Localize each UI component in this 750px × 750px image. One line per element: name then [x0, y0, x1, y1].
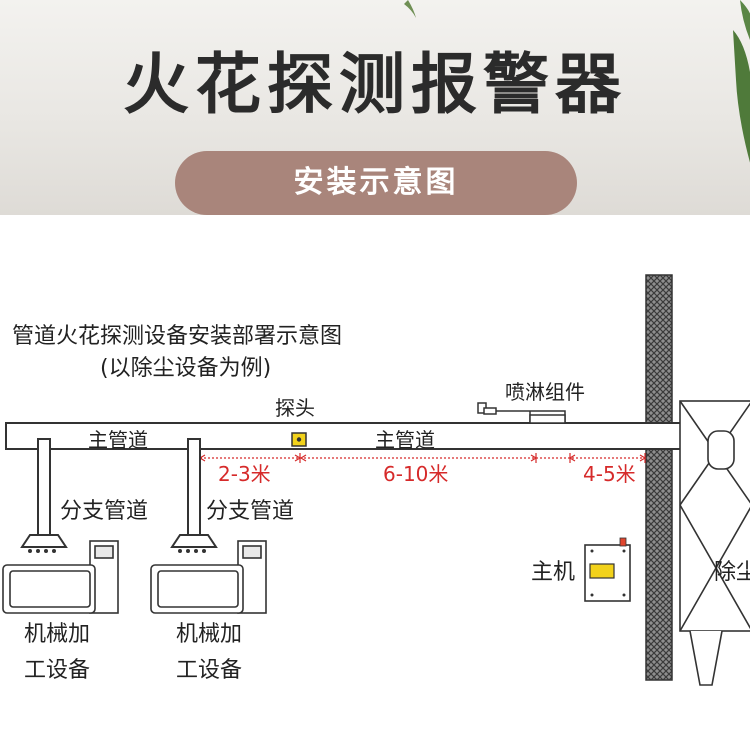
main-pipe-label-right: 主管道 — [375, 428, 435, 452]
machine-2 — [151, 541, 266, 613]
diagram-subheading: (以除尘设备为例) — [100, 356, 271, 381]
wall — [646, 275, 672, 680]
distance-probe-to-sprinkler: 6-10米 — [383, 462, 448, 486]
installation-diagram: 管道火花探测设备安装部署示意图 (以除尘设备为例) 主管道 主管道 探头 喷淋组… — [0, 215, 750, 750]
distance-sprinkler-to-wall: 4-5米 — [583, 462, 636, 486]
subtitle-badge: 安装示意图 — [175, 151, 577, 215]
machine-1-label-line2: 工设备 — [24, 658, 90, 683]
sprinkler-label: 喷淋组件 — [505, 380, 585, 404]
machine-1-label-line1: 机械加 — [24, 622, 90, 647]
diagram-heading: 管道火花探测设备安装部署示意图 — [12, 324, 342, 349]
probe-label: 探头 — [275, 396, 315, 420]
dust-collector-label: 除尘 — [714, 560, 750, 585]
sprinkler-icon — [478, 403, 565, 423]
host-unit — [585, 538, 630, 601]
machine-1 — [3, 541, 118, 613]
machine-2-label-line2: 工设备 — [176, 658, 242, 683]
header-banner: 火花探测报警器 安装示意图 — [0, 0, 750, 215]
branch-pipe-1-label: 分支管道 — [60, 499, 148, 524]
host-label: 主机 — [531, 560, 575, 585]
branch-pipe-1 — [22, 439, 66, 547]
main-pipe-label-left: 主管道 — [88, 428, 148, 452]
distance-probe-to-branch: 2-3米 — [218, 462, 271, 486]
dust-collector — [680, 401, 750, 685]
branch-pipe-2-label: 分支管道 — [206, 499, 294, 524]
machine-2-label-line1: 机械加 — [176, 622, 242, 647]
branch-pipe-2 — [172, 439, 216, 547]
page-title: 火花探测报警器 — [0, 40, 750, 130]
